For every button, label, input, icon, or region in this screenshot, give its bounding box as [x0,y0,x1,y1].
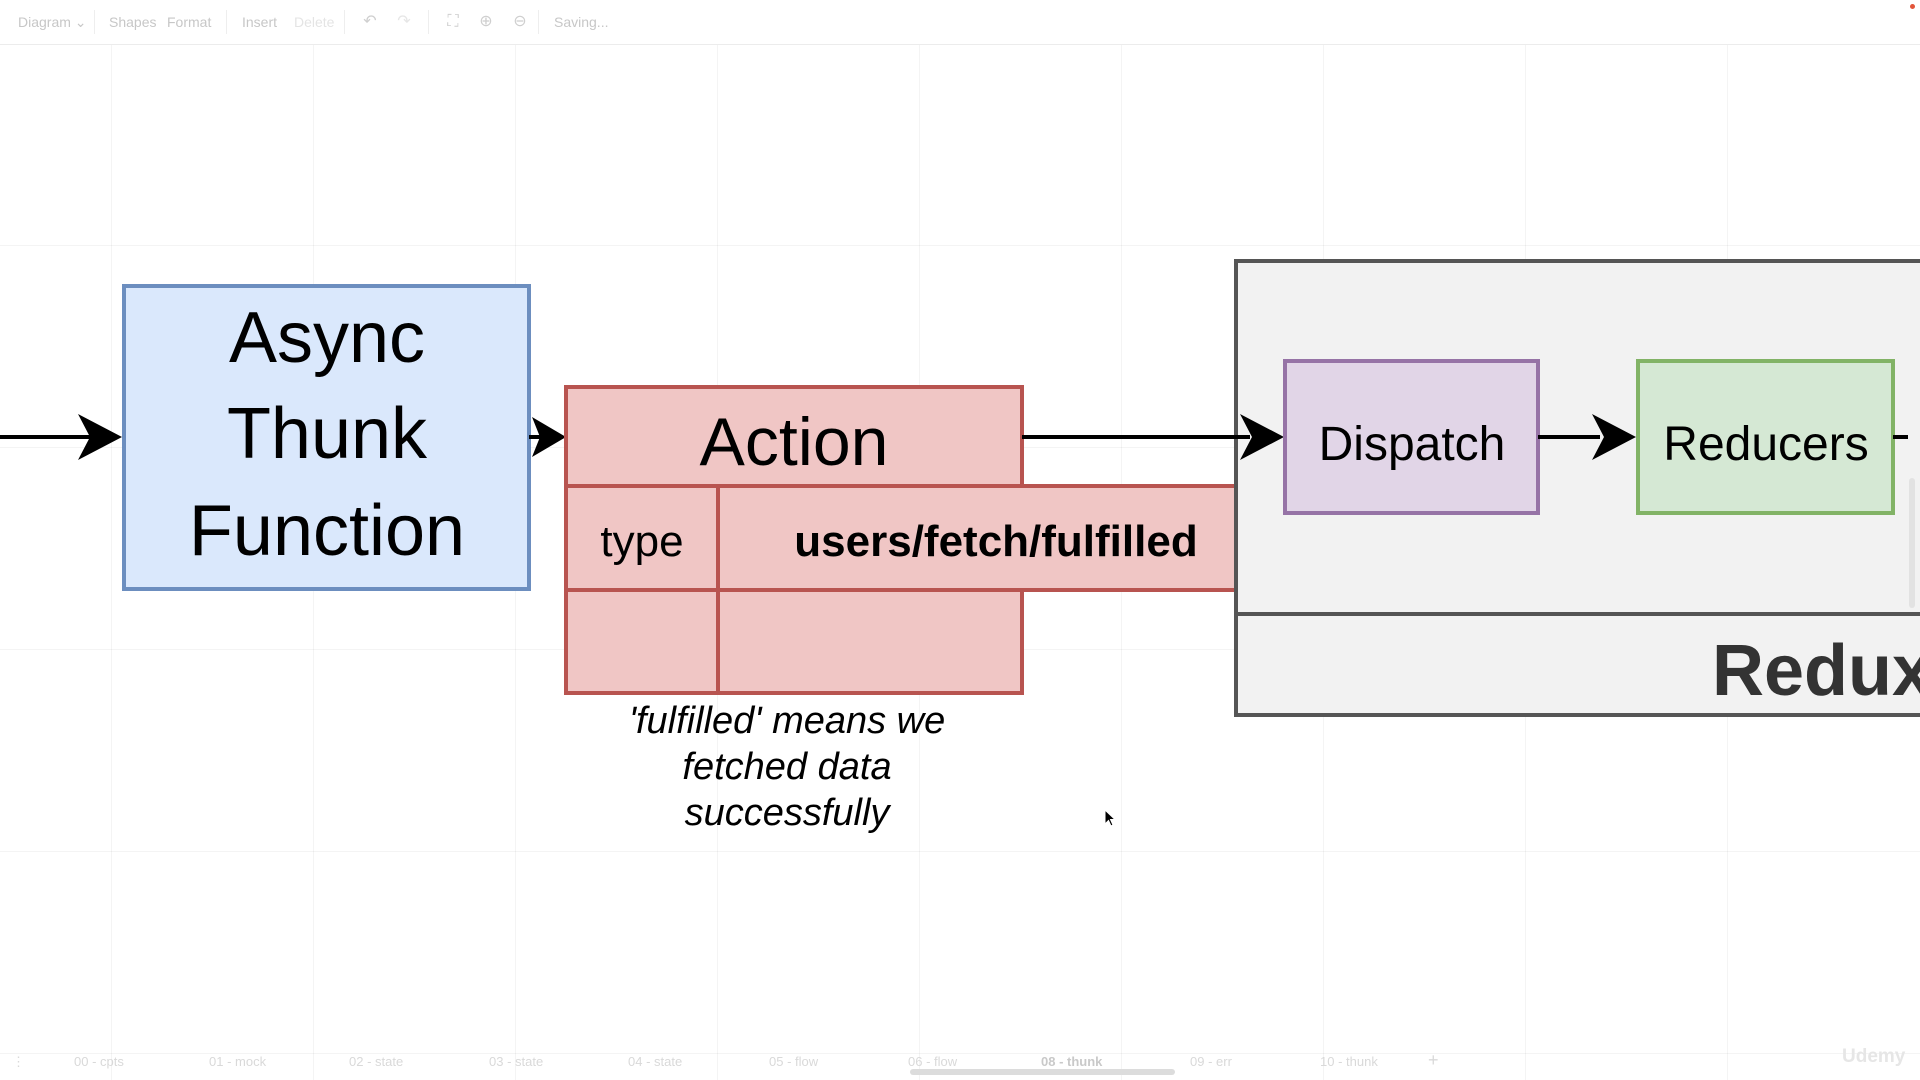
page-tab[interactable]: 01 - mock [209,1054,267,1069]
toolbar-divider [226,10,227,34]
toolbar-divider [94,10,95,34]
page-tab[interactable]: 05 - flow [769,1054,819,1069]
fullscreen-icon[interactable]: ⛶ [447,13,459,30]
thunk-line-1: Async [229,298,425,378]
reducers-box[interactable]: Reducers [1636,359,1895,515]
page-tab[interactable]: 00 - cpts [74,1054,124,1069]
page-tab[interactable]: 04 - state [628,1054,683,1069]
pages-menu-icon[interactable]: ⋮ [12,1054,25,1069]
toolbar: Diagram ⌄ Shapes Format Insert Delete ↶ … [0,0,1920,45]
page-tabs-bar: ⋮ 00 - cpts 01 - mock 02 - state 03 - st… [0,1044,1920,1080]
dispatch-box[interactable]: Dispatch [1283,359,1540,515]
page-tab[interactable]: 09 - err [1190,1054,1232,1069]
reducers-label: Reducers [1663,418,1868,471]
type-key: type [600,517,683,566]
format-button[interactable]: Format [167,14,212,30]
fulfilled-note[interactable]: 'fulfilled' means we fetched data succes… [629,700,946,834]
save-status: Saving... [554,14,609,30]
arrow-into-thunk[interactable] [0,414,122,460]
diagram-menu[interactable]: Diagram ⌄ [18,14,87,30]
toolbar-divider [344,10,345,34]
redux-label: Redux [1712,631,1920,711]
note-line-2: fetched data [682,746,891,788]
horizontal-scrollbar[interactable] [910,1069,1175,1075]
arrow-action-to-dispatch[interactable] [1022,414,1284,460]
dispatch-label: Dispatch [1319,418,1506,471]
page-tab[interactable]: 02 - state [349,1054,404,1069]
chevron-down-icon: ⌄ [74,14,87,30]
note-line-1: 'fulfilled' means we [629,700,946,742]
type-value: users/fetch/fulfilled [794,517,1197,566]
page-tab[interactable]: 10 - thunk [1320,1054,1378,1069]
type-row[interactable]: type users/fetch/fulfilled [564,484,1276,592]
udemy-watermark: Udemy [1842,1046,1906,1067]
thunk-line-2: Thunk [227,394,428,474]
page-tab[interactable]: 03 - state [489,1054,544,1069]
insert-button[interactable]: Insert [242,14,278,30]
vertical-scrollbar[interactable] [1909,478,1915,608]
status-dot [1910,4,1915,9]
thunk-line-3: Function [189,491,465,571]
delete-button[interactable]: Delete [294,14,335,30]
arrow-thunk-to-action[interactable] [529,417,566,457]
zoom-out-icon[interactable]: ⊖ [513,13,527,30]
action-title: Action [700,404,889,480]
redo-icon[interactable]: ↷ [397,13,411,30]
undo-icon[interactable]: ↶ [363,13,377,30]
async-thunk-box[interactable]: Async Thunk Function [122,284,531,591]
arrow-dispatch-to-reducers[interactable] [1538,414,1636,460]
page-tab[interactable]: 06 - flow [908,1054,958,1069]
zoom-in-icon[interactable]: ⊕ [479,13,493,30]
mouse-cursor-icon [1104,809,1117,827]
note-line-3: successfully [685,792,892,834]
add-page-icon[interactable]: + [1428,1050,1439,1070]
toolbar-divider [538,10,539,34]
shapes-button[interactable]: Shapes [109,14,157,30]
toolbar-divider [428,10,429,34]
page-tab-active[interactable]: 08 - thunk [1041,1054,1103,1069]
